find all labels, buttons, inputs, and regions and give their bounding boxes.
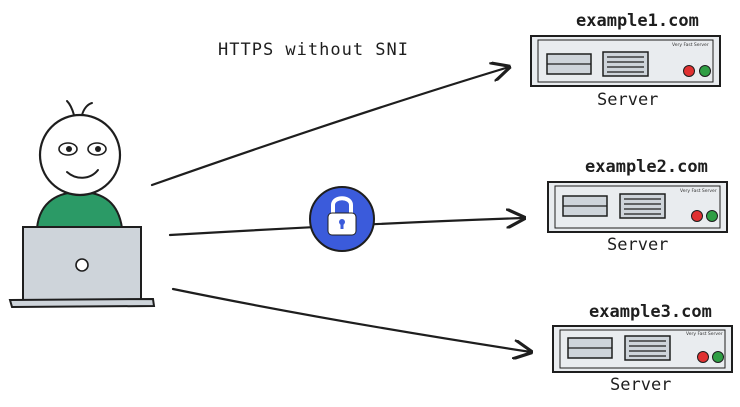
lock-icon	[310, 187, 374, 251]
person-icon	[37, 101, 122, 228]
diagram-caption: HTTPS without SNI	[218, 40, 409, 60]
server-label: Server	[597, 90, 658, 110]
server-brand: Very Fast Server	[672, 42, 709, 48]
server-label: Server	[610, 375, 671, 395]
server-2: example2.com Very Fast Server Server	[548, 157, 727, 255]
server-label: Server	[607, 235, 668, 255]
client-user	[10, 101, 154, 307]
laptop-icon	[10, 227, 154, 307]
arrow-to-server-3	[173, 289, 531, 352]
server-domain: example2.com	[585, 157, 708, 177]
server-1: example1.com Very Fast Server Server	[531, 11, 720, 110]
server-3: example3.com Very Fast Server Server	[553, 302, 732, 395]
server-domain: example3.com	[589, 302, 712, 322]
server-brand: Very Fast Server	[680, 188, 717, 194]
server-brand: Very Fast Server	[686, 331, 723, 337]
arrow-to-server-1	[152, 67, 509, 185]
server-domain: example1.com	[576, 11, 699, 31]
